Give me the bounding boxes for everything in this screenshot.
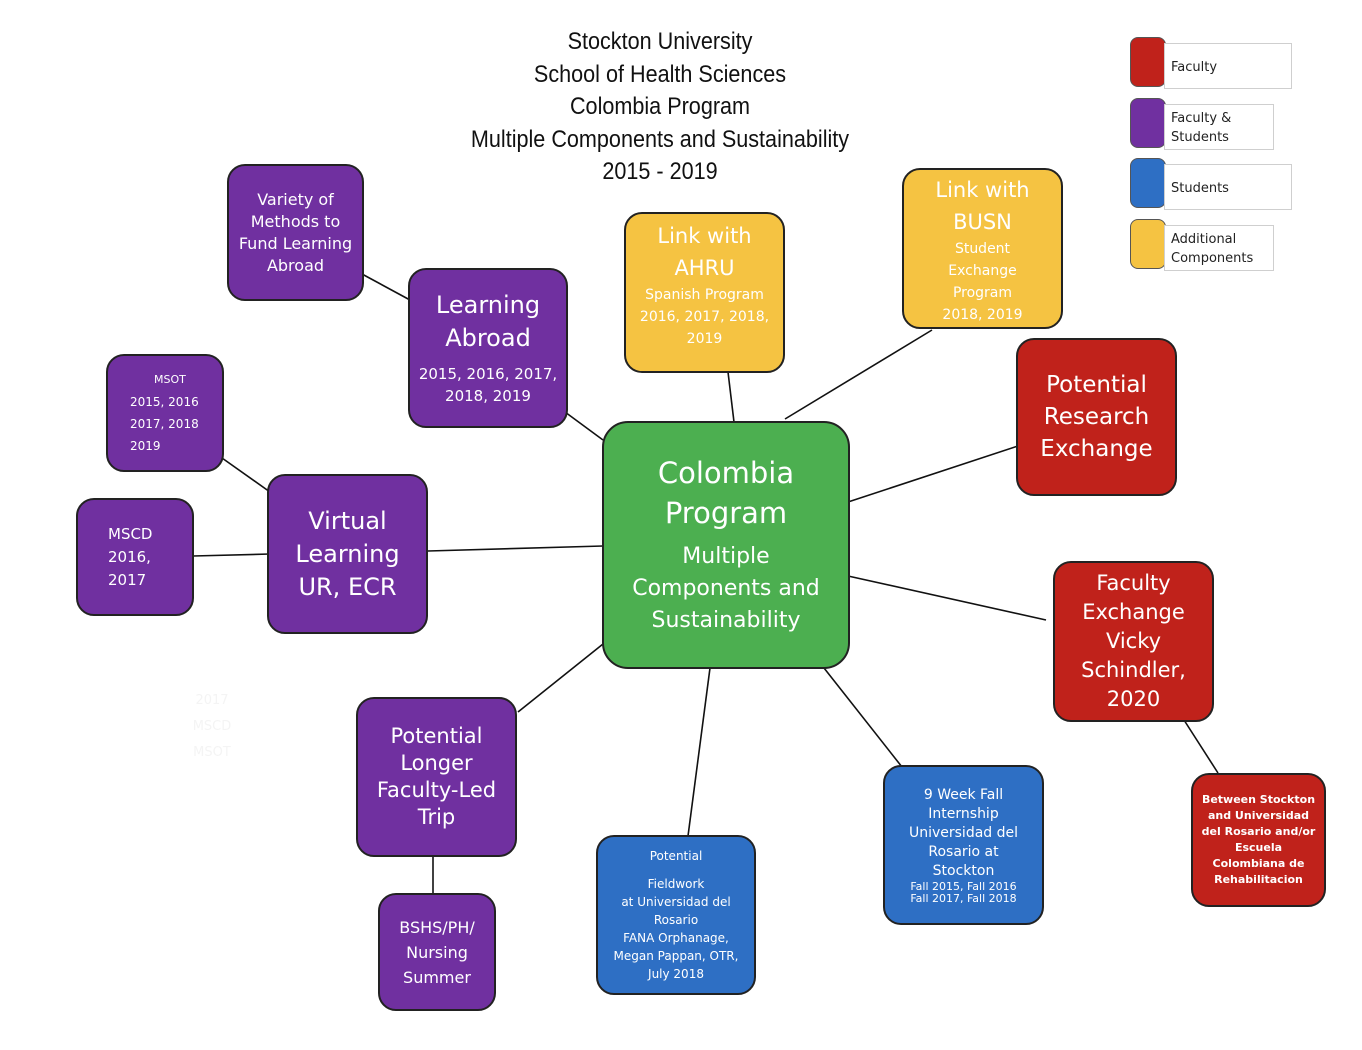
connector-busn-center bbox=[784, 329, 933, 420]
bshs-text: BSHS/PH/ Nursing Summer bbox=[399, 917, 475, 987]
msot-label: MSOT bbox=[154, 373, 186, 386]
node-longer-faculty-led-trip: Potential Longer Faculty-Led Trip bbox=[356, 697, 517, 857]
node-potential-fieldwork: Potential Fieldwork at Universidad del R… bbox=[596, 835, 756, 995]
title-line-1: Stockton University bbox=[567, 28, 753, 55]
title-line-4: Multiple Components and Sustainability bbox=[470, 125, 850, 153]
legend-item-additional: Additional Components bbox=[1130, 219, 1294, 271]
center-subtitle: Multiple Components and Sustainability bbox=[632, 544, 820, 633]
connector-faculty-exchange-between bbox=[1183, 719, 1219, 774]
virtual-learning-title: Virtual Learning UR, ECR bbox=[295, 506, 400, 601]
ahru-subtitle: Spanish Program 2016, 2017, 2018, 2019 bbox=[639, 287, 770, 347]
legend-swatch-additional bbox=[1130, 219, 1166, 269]
fieldwork-line-potential: Potential bbox=[649, 849, 703, 863]
legend-swatch-faculty bbox=[1130, 37, 1166, 87]
node-bshs-ph-nursing: BSHS/PH/ Nursing Summer bbox=[378, 893, 496, 1011]
node-mscd: MSCD 2016, 2017 bbox=[76, 498, 194, 616]
node-msot: MSOT 2015, 2016 2017, 2018 2019 bbox=[106, 354, 224, 472]
connector-internship-center bbox=[823, 667, 903, 768]
node-virtual-learning: Virtual Learning UR, ECR bbox=[267, 474, 428, 634]
title-line-5: 2015 - 2019 bbox=[602, 158, 718, 185]
mscd-text: MSCD 2016, 2017 bbox=[108, 524, 153, 589]
connector-ahru-center bbox=[727, 371, 735, 423]
between-text: Between Stockton and Universidad del Ros… bbox=[1201, 793, 1316, 886]
node-internship: 9 Week Fall Internship Universidad del R… bbox=[883, 765, 1044, 925]
center-title: Colombia Program bbox=[657, 456, 795, 530]
ahru-title: Link with AHRU bbox=[657, 224, 752, 280]
ghost-text: 2017 MSCD MSOT bbox=[182, 688, 242, 766]
internship-title: 9 Week Fall Internship Universidad del R… bbox=[908, 786, 1019, 879]
faculty-exchange-title: Faculty Exchange Vicky Schindler, 2020 bbox=[1081, 571, 1186, 711]
connector-mscd-virtual bbox=[192, 553, 271, 557]
connector-learning-center bbox=[564, 411, 604, 441]
ghost-line-1: 2017 bbox=[195, 693, 229, 708]
internship-years-1: Fall 2015, Fall 2016 bbox=[910, 879, 1017, 893]
busn-title: Link with BUSN bbox=[935, 178, 1030, 234]
diagram-title: Stockton University School of Health Sci… bbox=[453, 26, 867, 189]
ghost-line-2: MSCD bbox=[192, 719, 232, 734]
msot-years-1: 2015, 2016 bbox=[130, 395, 199, 409]
node-variety-of-methods: Variety of Methods to Fund Learning Abro… bbox=[227, 164, 364, 301]
legend-label-additional: Additional Components bbox=[1164, 225, 1274, 271]
internship-years-2: Fall 2017, Fall 2018 bbox=[910, 891, 1017, 905]
title-line-3: Colombia Program bbox=[569, 93, 751, 120]
node-learning-abroad: Learning Abroad 2015, 2016, 2017, 2018, … bbox=[408, 268, 568, 428]
legend-label-faculty-students: Faculty & Students bbox=[1164, 104, 1274, 150]
legend-item-faculty-students: Faculty & Students bbox=[1130, 98, 1294, 150]
legend-swatch-faculty-students bbox=[1130, 98, 1166, 148]
connector-virtual-center bbox=[427, 545, 604, 552]
learning-abroad-years: 2015, 2016, 2017, 2018, 2019 bbox=[418, 365, 558, 405]
title-line-2: School of Health Sciences bbox=[533, 60, 787, 88]
node-potential-research-exchange: Potential Research Exchange bbox=[1016, 338, 1177, 496]
legend-swatch-students bbox=[1130, 158, 1166, 208]
connector-research-center bbox=[847, 445, 1019, 503]
legend-item-faculty: Faculty bbox=[1130, 37, 1294, 89]
msot-years-2: 2017, 2018 bbox=[130, 417, 199, 431]
center-node-colombia-program: Colombia Program Multiple Components and… bbox=[602, 421, 850, 669]
research-title: Potential Research Exchange bbox=[1040, 372, 1153, 462]
fieldwork-line-fieldwork: Fieldwork bbox=[647, 877, 705, 891]
connector-msot-virtual bbox=[221, 457, 271, 493]
node-link-ahru: Link with AHRU Spanish Program 2016, 201… bbox=[624, 212, 785, 373]
variety-text: Variety of Methods to Fund Learning Abro… bbox=[238, 189, 353, 275]
fieldwork-line-rosario: at Universidad del Rosario bbox=[621, 895, 731, 927]
connector-faculty-exchange-center bbox=[847, 575, 1047, 621]
connector-variety-learning bbox=[361, 273, 411, 301]
connector-fieldwork-center bbox=[687, 667, 711, 837]
ghost-line-3: MSOT bbox=[193, 745, 231, 760]
legend-label-students: Students bbox=[1164, 164, 1292, 210]
node-link-busn: Link with BUSN Student Exchange Program … bbox=[902, 168, 1063, 329]
busn-subtitle: Student Exchange Program 2018, 2019 bbox=[942, 241, 1023, 323]
learning-abroad-title: Learning Abroad bbox=[435, 291, 541, 352]
node-between-stockton-rosario: Between Stockton and Universidad del Ros… bbox=[1191, 773, 1326, 907]
connector-longer-trip-center bbox=[517, 643, 604, 713]
longer-trip-title: Potential Longer Faculty-Led Trip bbox=[376, 724, 497, 829]
msot-years-3: 2019 bbox=[130, 439, 161, 453]
node-faculty-exchange: Faculty Exchange Vicky Schindler, 2020 bbox=[1053, 561, 1214, 722]
legend-item-students: Students bbox=[1130, 158, 1294, 210]
legend-label-faculty: Faculty bbox=[1164, 43, 1292, 89]
fieldwork-line-fana: FANA Orphanage, Megan Pappan, OTR, July … bbox=[613, 931, 739, 981]
